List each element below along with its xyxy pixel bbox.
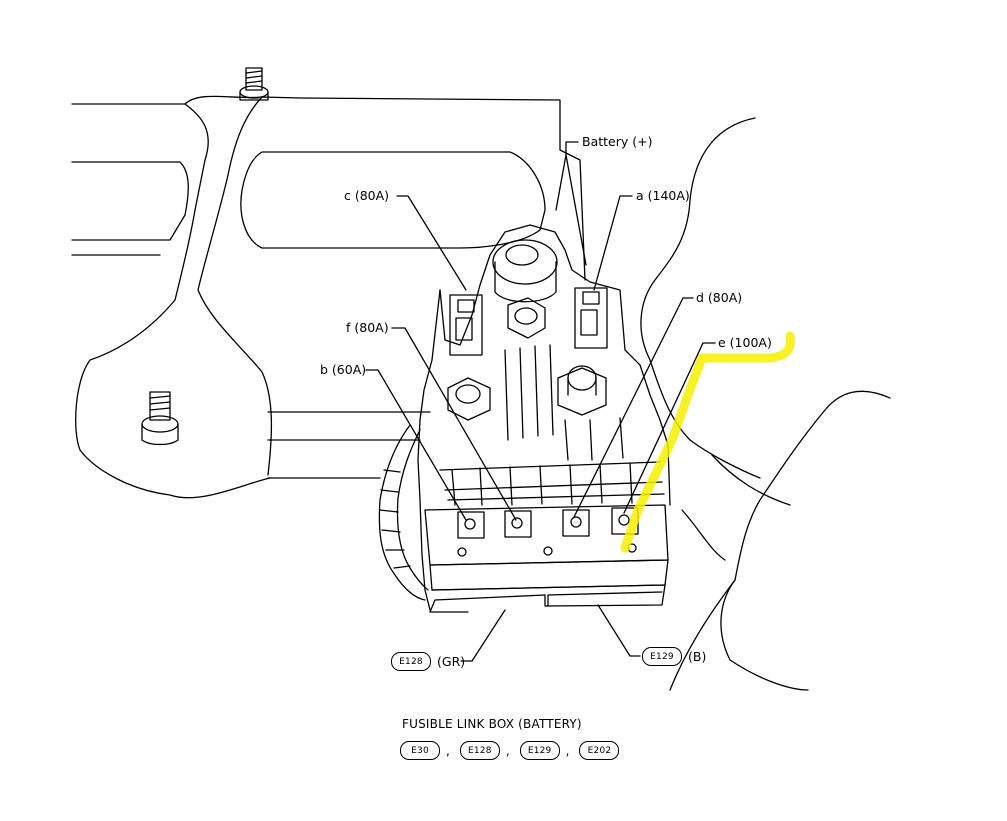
battery-tray-outline: [71, 95, 586, 281]
tray-arm-inner: [197, 96, 273, 476]
ref-separator: ,: [505, 743, 510, 758]
leader-d: [573, 297, 694, 518]
leader-battery: [555, 141, 587, 266]
box-hole-2: [543, 546, 553, 556]
body-panel-right-2: [669, 390, 891, 691]
connector-e128-badge: E128: [391, 652, 431, 671]
callout-fuse-c: c (80A): [344, 188, 390, 203]
nut-right: [557, 365, 607, 416]
bolt-top: [239, 67, 269, 101]
connector-e128: E128 (GR): [391, 652, 465, 671]
fuse-c-housing: [449, 294, 483, 356]
body-panel-right-3: [720, 579, 809, 691]
battery-plate-center: [240, 151, 546, 249]
caption-refs: E30 , E128 , E129 , E202: [400, 741, 620, 760]
leader-b: [365, 369, 467, 521]
battery-plate-left: [71, 161, 189, 241]
tray-arm: [75, 103, 271, 499]
fuse-a-housing: [574, 287, 608, 349]
box-slots: [451, 462, 633, 506]
battery-terminal: [492, 239, 558, 303]
ref-badge-e129: E129: [519, 741, 560, 760]
ref-separator: ,: [446, 743, 450, 758]
box-left-wall: [417, 289, 441, 611]
connector-e128-color: (GR): [437, 654, 466, 669]
box-top-shell: [439, 224, 671, 506]
leader-a: [593, 195, 633, 291]
leader-e: [623, 342, 716, 514]
leader-e128: [460, 609, 506, 662]
connector-e129-color: (B): [688, 649, 707, 664]
ref-badge-e30: E30: [400, 741, 440, 760]
box-ribs: [504, 344, 624, 461]
wire-harness: [378, 424, 429, 601]
nut-left: [447, 377, 491, 421]
box-bottom-right: [547, 591, 663, 607]
connector-e129-badge: E129: [642, 647, 682, 666]
callout-fuse-b: b (60A): [320, 362, 367, 377]
callout-fuse-f: f (80A): [346, 320, 389, 335]
callout-battery-positive: Battery (+): [582, 134, 653, 149]
ref-separator: ,: [565, 743, 570, 758]
callout-fuse-e: e (100A): [718, 335, 772, 350]
leader-e129: [597, 604, 641, 657]
ref-badge-e202: E202: [579, 741, 620, 760]
caption-title: FUSIBLE LINK BOX (BATTERY): [402, 717, 582, 731]
ref-badge-e128: E128: [459, 741, 500, 760]
callout-fuse-a: a (140A): [636, 188, 690, 203]
bolt-bottom: [141, 391, 179, 446]
leader-c: [396, 195, 467, 291]
callout-fuse-d: d (80A): [696, 290, 743, 305]
connector-e129: E129 (B): [642, 647, 706, 666]
tray-lower-line: [267, 411, 431, 479]
box-hole-1: [457, 547, 467, 557]
leader-f: [391, 327, 517, 521]
nut-center: [507, 297, 546, 339]
fuse-sockets: [457, 507, 639, 539]
box-bottom: [429, 584, 666, 613]
body-panel-right: [640, 117, 761, 479]
highlight-stroke: [620, 331, 795, 553]
body-panel-right-4: [681, 454, 791, 561]
